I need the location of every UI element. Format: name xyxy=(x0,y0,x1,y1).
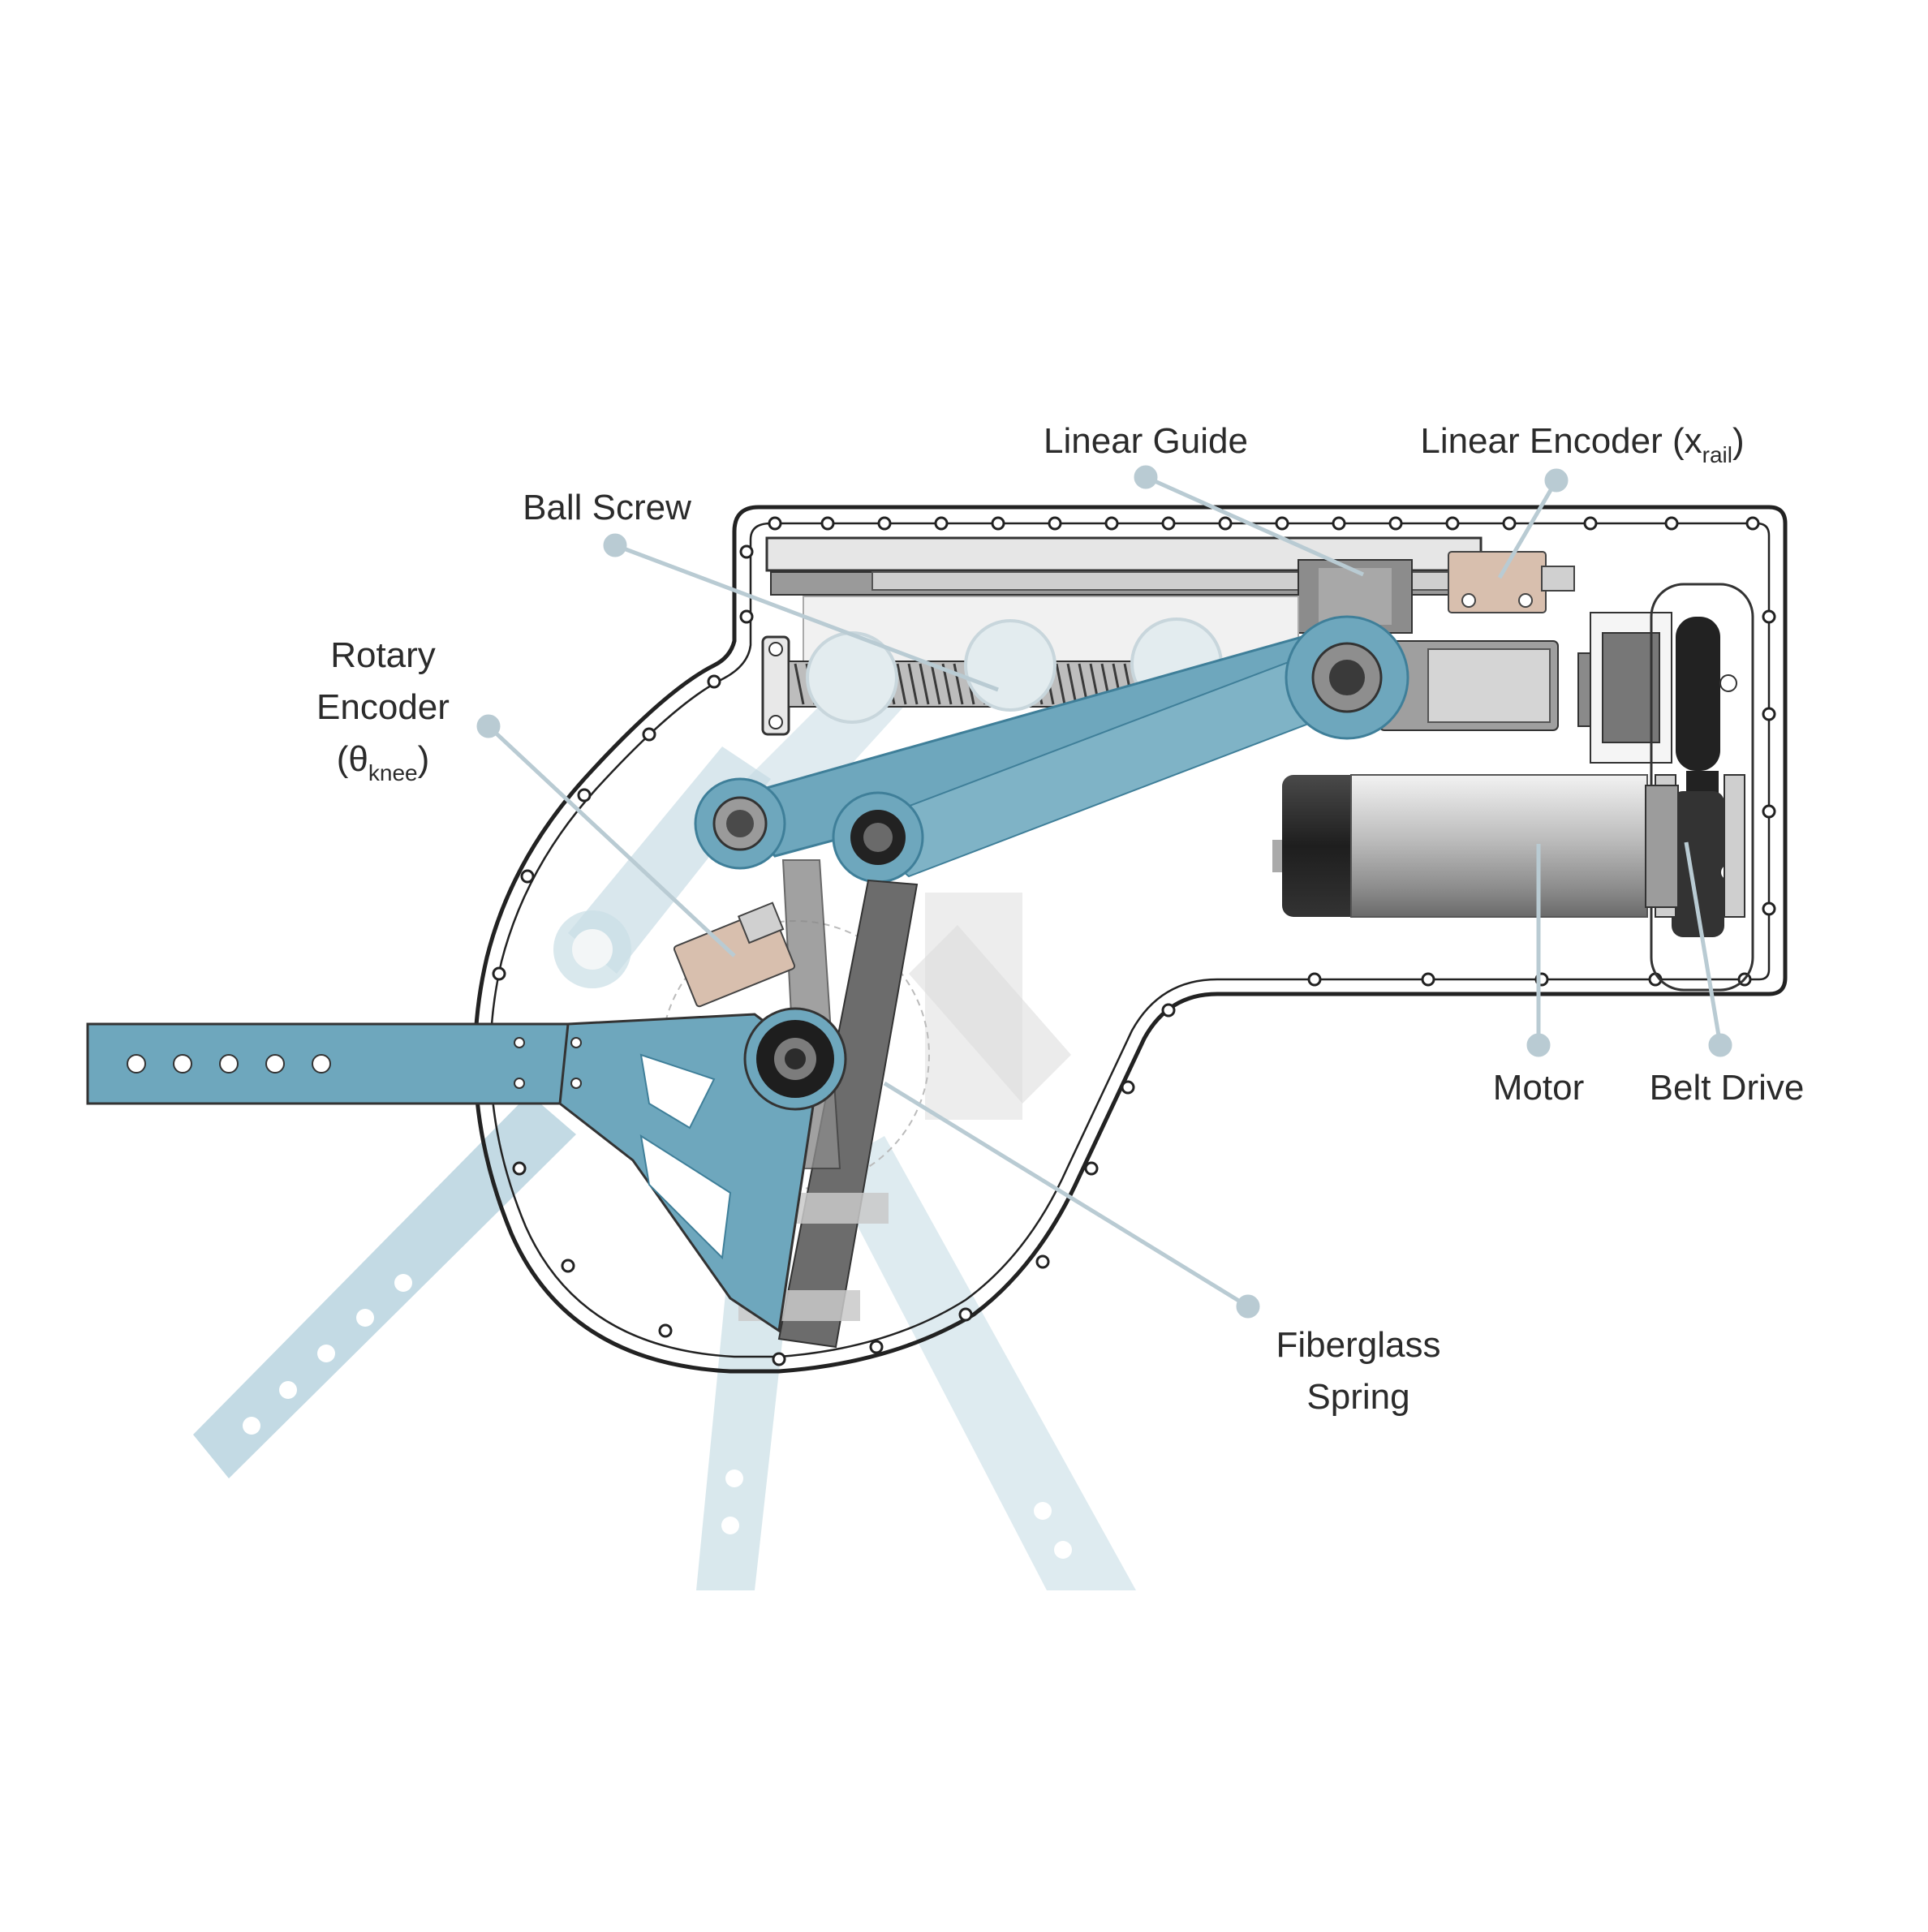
label-rotary-encoder-line2: Encoder xyxy=(316,687,450,727)
label-rotary-encoder-line3: (θknee) xyxy=(337,739,430,785)
screw-thread xyxy=(907,663,919,705)
screw-thread xyxy=(953,663,964,705)
motor-assembly xyxy=(1272,774,1679,918)
crank-linkage xyxy=(694,615,1409,884)
linear-encoder-module xyxy=(1448,551,1575,613)
screw-thread xyxy=(1055,663,1066,705)
screw-thread xyxy=(794,663,805,705)
leader-dot-icon xyxy=(476,714,501,738)
screw-thread xyxy=(919,663,930,705)
label-motor: Motor xyxy=(1493,1068,1584,1108)
label-belt-drive: Belt Drive xyxy=(1650,1068,1805,1108)
screw-thread xyxy=(930,663,941,705)
leader-dot-icon xyxy=(1236,1294,1260,1319)
leader-dot-icon xyxy=(1708,1033,1732,1057)
leader-motor xyxy=(1526,844,1551,1057)
leader-linear-guide xyxy=(1134,465,1365,577)
leader-lines xyxy=(476,465,1732,1319)
thigh-bar-holes xyxy=(127,1037,582,1089)
leader-linear-encoder xyxy=(1497,468,1569,579)
label-fiberglass-spring-line1: Fiberglass xyxy=(1276,1325,1441,1365)
leader-dot-icon xyxy=(1526,1033,1551,1057)
leader-belt-drive xyxy=(1684,841,1732,1057)
label-linear-guide: Linear Guide xyxy=(1044,421,1248,461)
ghost-shank-lower-left xyxy=(193,1094,576,1478)
thigh-bar xyxy=(86,1007,847,1333)
rotary-encoder-module xyxy=(673,901,796,1008)
linear-guide-assembly xyxy=(765,536,1522,662)
screw-thread xyxy=(1066,663,1078,705)
leader-ball-screw xyxy=(603,533,999,692)
label-linear-encoder: Linear Encoder (xrail) xyxy=(1420,421,1744,467)
leader-dot-icon xyxy=(603,533,627,557)
leader-fiberglass-spring xyxy=(883,1081,1260,1319)
leader-rotary-encoder xyxy=(476,714,736,957)
screw-thread xyxy=(896,663,907,705)
component-labels: Linear Guide Linear Encoder (xrail) Ball… xyxy=(316,421,1804,1417)
ghost-shank-diagonal xyxy=(828,1136,1136,1590)
leader-dot-icon xyxy=(1544,468,1569,493)
label-ball-screw: Ball Screw xyxy=(523,488,691,527)
leader-dot-icon xyxy=(1134,465,1158,489)
label-fiberglass-spring-line2: Spring xyxy=(1306,1377,1409,1417)
label-rotary-encoder-line1: Rotary xyxy=(330,635,436,675)
